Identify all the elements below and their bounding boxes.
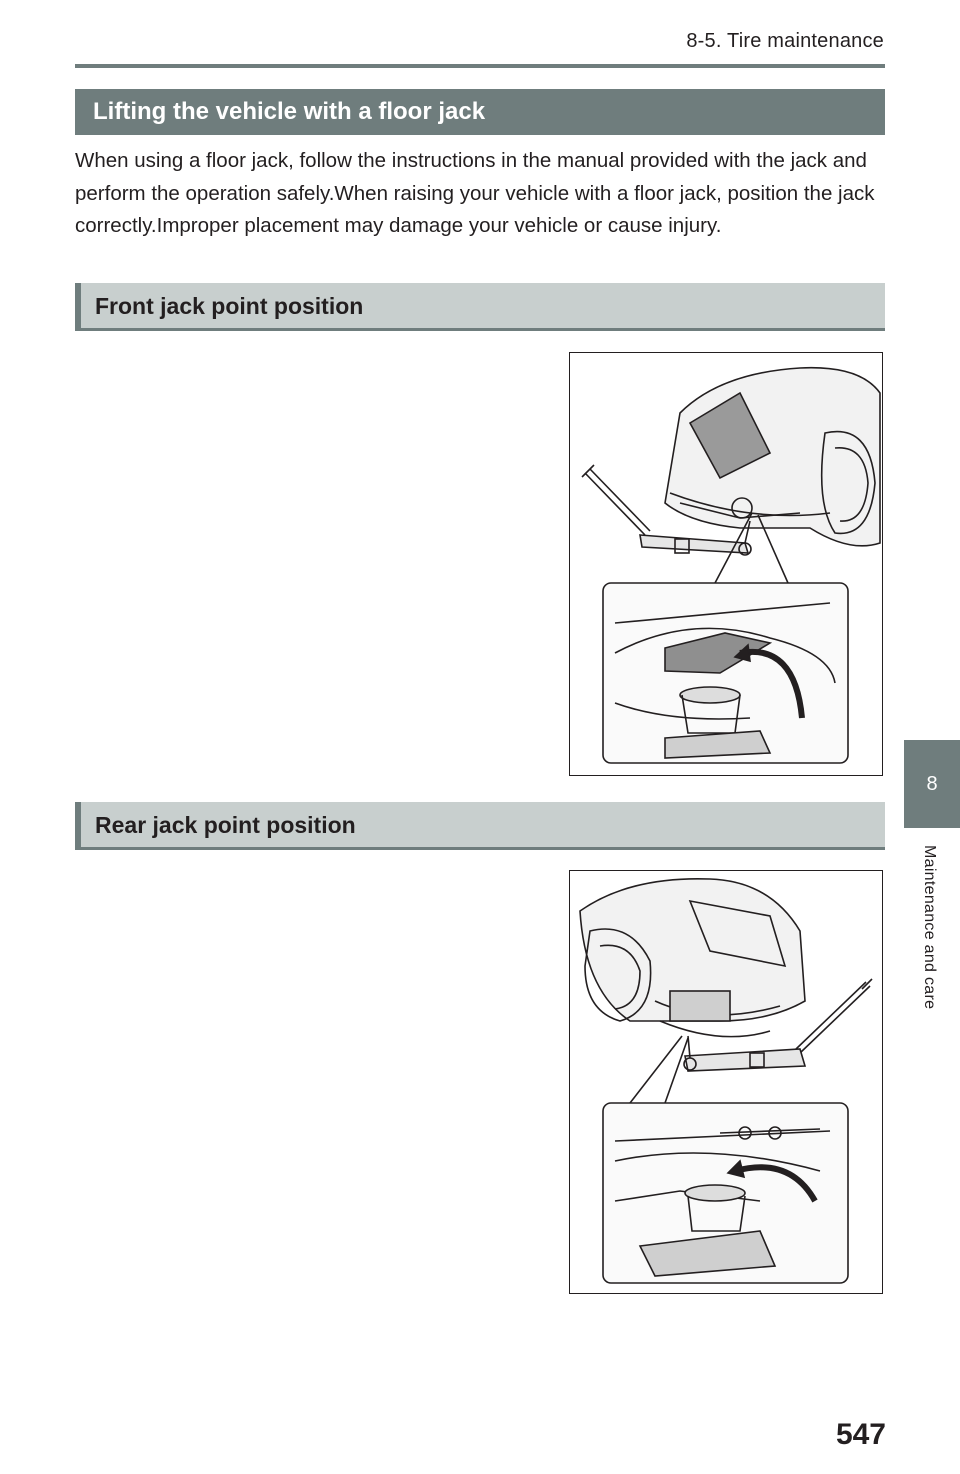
chapter-tab: 8 bbox=[904, 740, 960, 828]
rear-jack-drawing bbox=[579, 877, 873, 1284]
intro-paragraph: When using a floor jack, follow the inst… bbox=[75, 149, 875, 237]
front-jack-illustration bbox=[569, 352, 883, 776]
section-label: 8-5. Tire maintenance bbox=[686, 30, 884, 52]
header-rule bbox=[75, 64, 885, 68]
front-jack-drawing bbox=[581, 366, 881, 764]
main-heading: Lifting the vehicle with a floor jack bbox=[75, 89, 885, 135]
rear-jack-illustration bbox=[569, 870, 883, 1294]
rear-jack-heading: Rear jack point position bbox=[75, 802, 885, 850]
chapter-label: Maintenance and care bbox=[921, 845, 938, 1010]
page-number: 547 bbox=[835, 1418, 886, 1451]
front-jack-heading: Front jack point position bbox=[75, 283, 885, 331]
